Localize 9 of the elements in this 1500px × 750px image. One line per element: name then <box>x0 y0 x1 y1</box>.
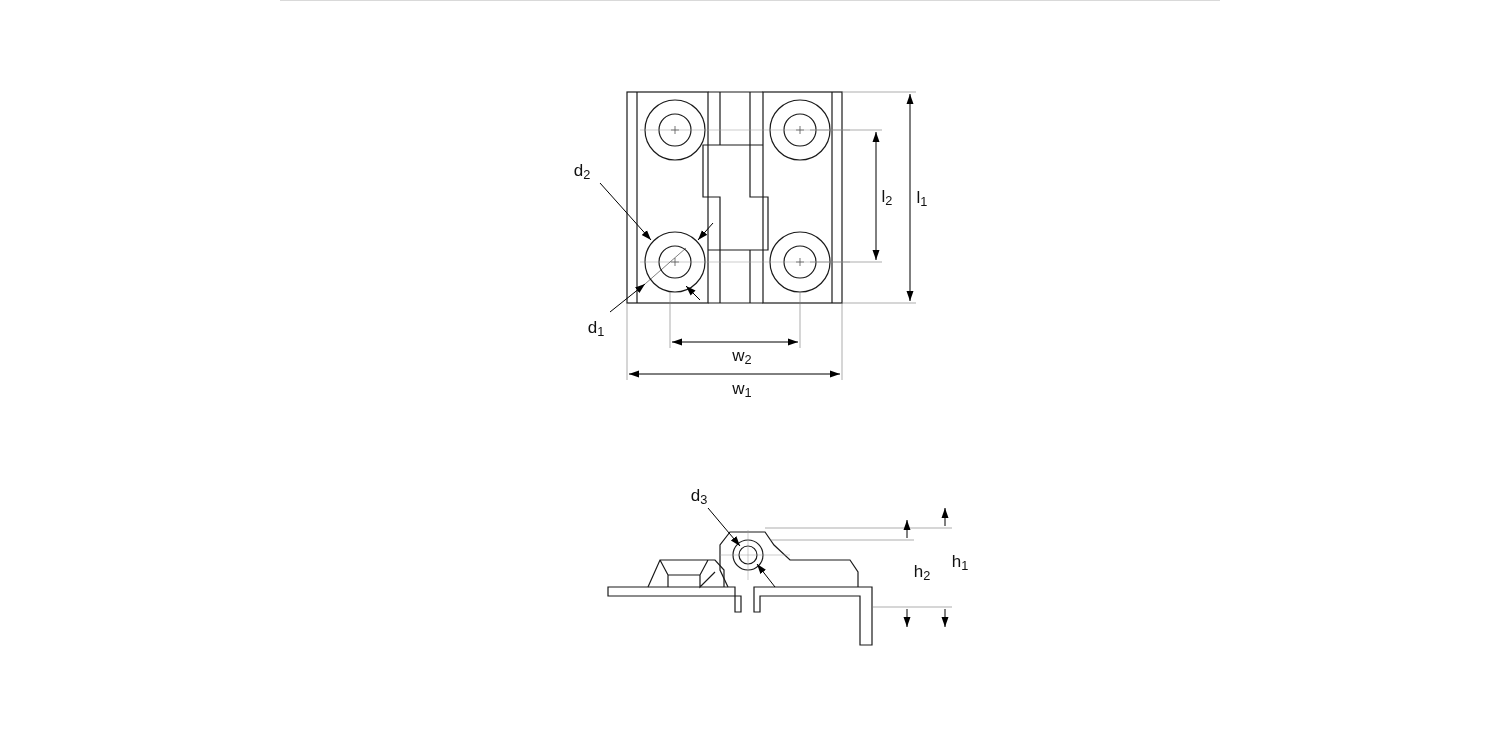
dimension-label: d$_{3}$ <box>690 486 708 504</box>
dimension-label: h$_{2}$ <box>913 562 931 580</box>
dimension-label: d$_{2}$ <box>573 161 591 179</box>
dimension-label: l$_{1}$ <box>916 188 928 206</box>
dimension-label: l$_{2}$ <box>881 187 893 205</box>
dimension-label: w$_{1}$ <box>732 379 752 397</box>
dimension-label: h$_{1}$ <box>951 552 969 570</box>
dimension-label: d$_{1}$ <box>587 318 605 336</box>
dimension-label: w$_{2}$ <box>732 346 752 364</box>
